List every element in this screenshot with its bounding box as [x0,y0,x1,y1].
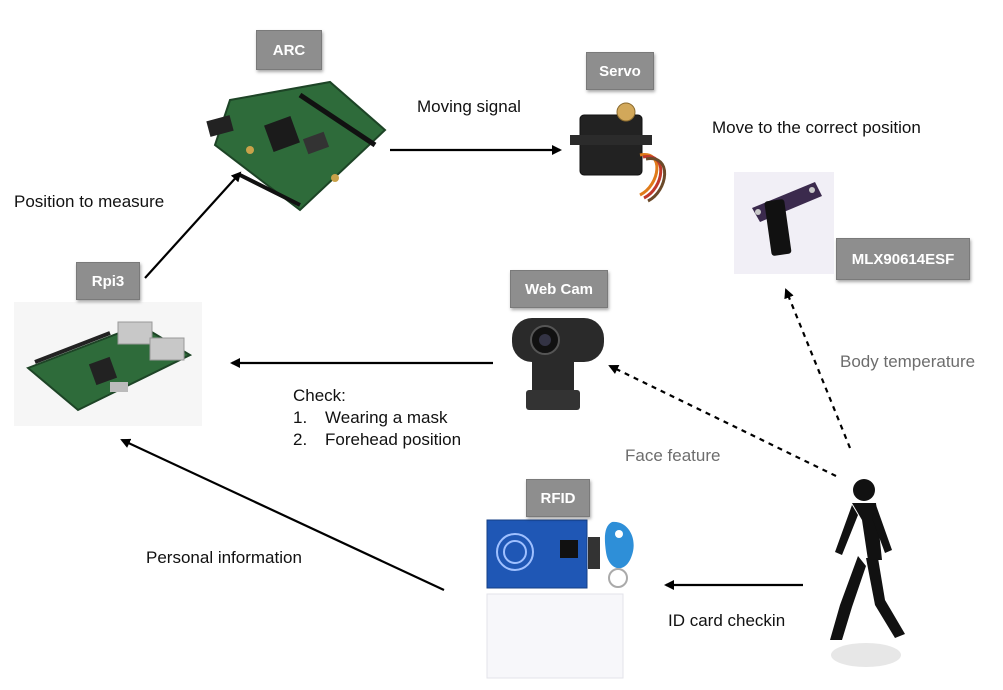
arrow-rfid-to-rpi3 [120,438,445,591]
arrow-rpi3-to-arc [144,171,242,279]
person-icon [830,479,905,667]
mlx-sensor-icon [734,172,834,274]
move-correct-position-label: Move to the correct position [712,118,921,137]
check-item-number: 1. [293,408,308,427]
position-to-measure-label: Position to measure [14,192,165,211]
check-item: 2. Forehead position [293,429,461,451]
rfid-reader-icon [486,519,634,679]
check-item-text: Forehead position [325,430,462,449]
body-temperature-label: Body temperature [840,352,976,371]
arrow-person-to-mlx [784,288,852,449]
arrow-person-to-webcam [608,365,837,477]
check-item-text: Wearing a mask [325,408,448,427]
rpi3-label: Rpi3 [76,262,140,300]
personal-information-label: Personal information [146,548,302,567]
moving-signal-label: Moving signal [417,97,521,116]
rfid-label: RFID [526,479,590,517]
mlx-label: MLX90614ESF [836,238,970,280]
check-item-number: 2. [293,430,308,449]
servo-label: Servo [586,52,654,90]
servo-icon [570,102,667,203]
webcam-label: Web Cam [510,270,608,308]
check-list: Check: 1. Wearing a mask 2. Forehead posit… [293,385,461,451]
face-feature-label: Face feature [625,446,721,465]
rpi3-board-icon [14,302,202,426]
check-item: 1. Wearing a mask [293,407,461,429]
webcam-icon [512,318,604,410]
id-card-checkin-label: ID card checkin [668,611,786,630]
arc-label: ARC [256,30,322,70]
arc-board-icon [206,80,387,212]
check-title: Check: [293,386,346,405]
